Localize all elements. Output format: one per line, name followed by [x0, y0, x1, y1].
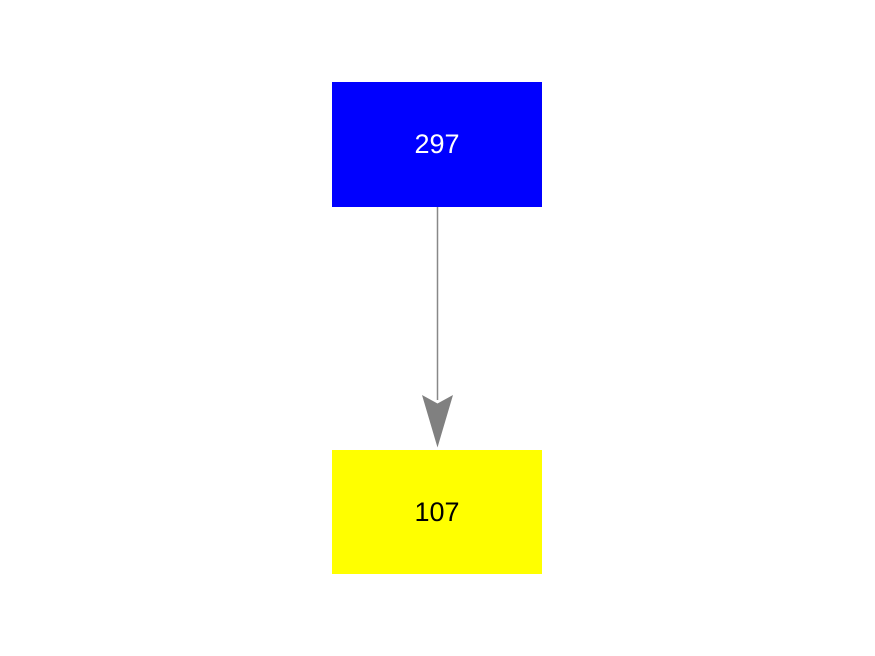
arrow-head-icon [422, 395, 453, 448]
node-297-label: 297 [414, 129, 460, 159]
node-107: 107 [332, 450, 542, 574]
node-297: 297 [332, 82, 542, 207]
node-107-label: 107 [414, 496, 460, 527]
